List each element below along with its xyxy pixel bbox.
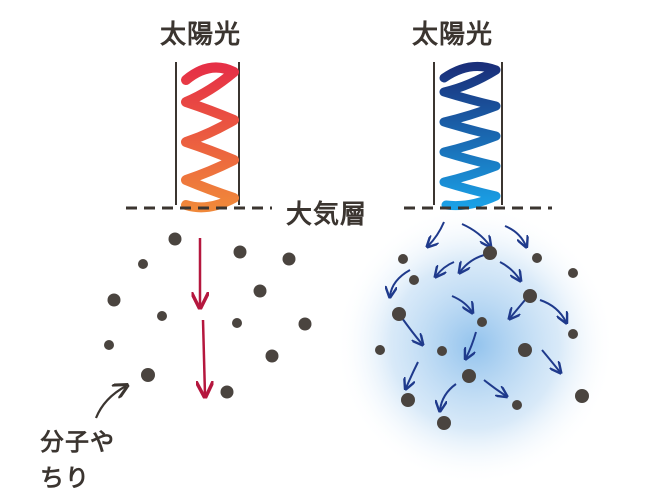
molecules-left (104, 232, 312, 399)
molecules-label-line1: 分子や (40, 428, 115, 456)
scattered-path-arrows (390, 221, 566, 410)
molecules-label-line2: ちり (40, 464, 90, 492)
atmosphere-label: 大気層 (286, 200, 368, 230)
curved-arrow-icon (94, 386, 126, 419)
blue-spiral-wave-icon (433, 61, 503, 211)
sunlight-label-left: 太陽光 (160, 20, 242, 50)
red-spiral-wave-icon (175, 62, 240, 213)
straight-path-arrows (200, 238, 205, 395)
scatter-glow (335, 205, 615, 485)
sunlight-label-right: 太陽光 (412, 20, 494, 50)
molecules-right (375, 246, 589, 430)
